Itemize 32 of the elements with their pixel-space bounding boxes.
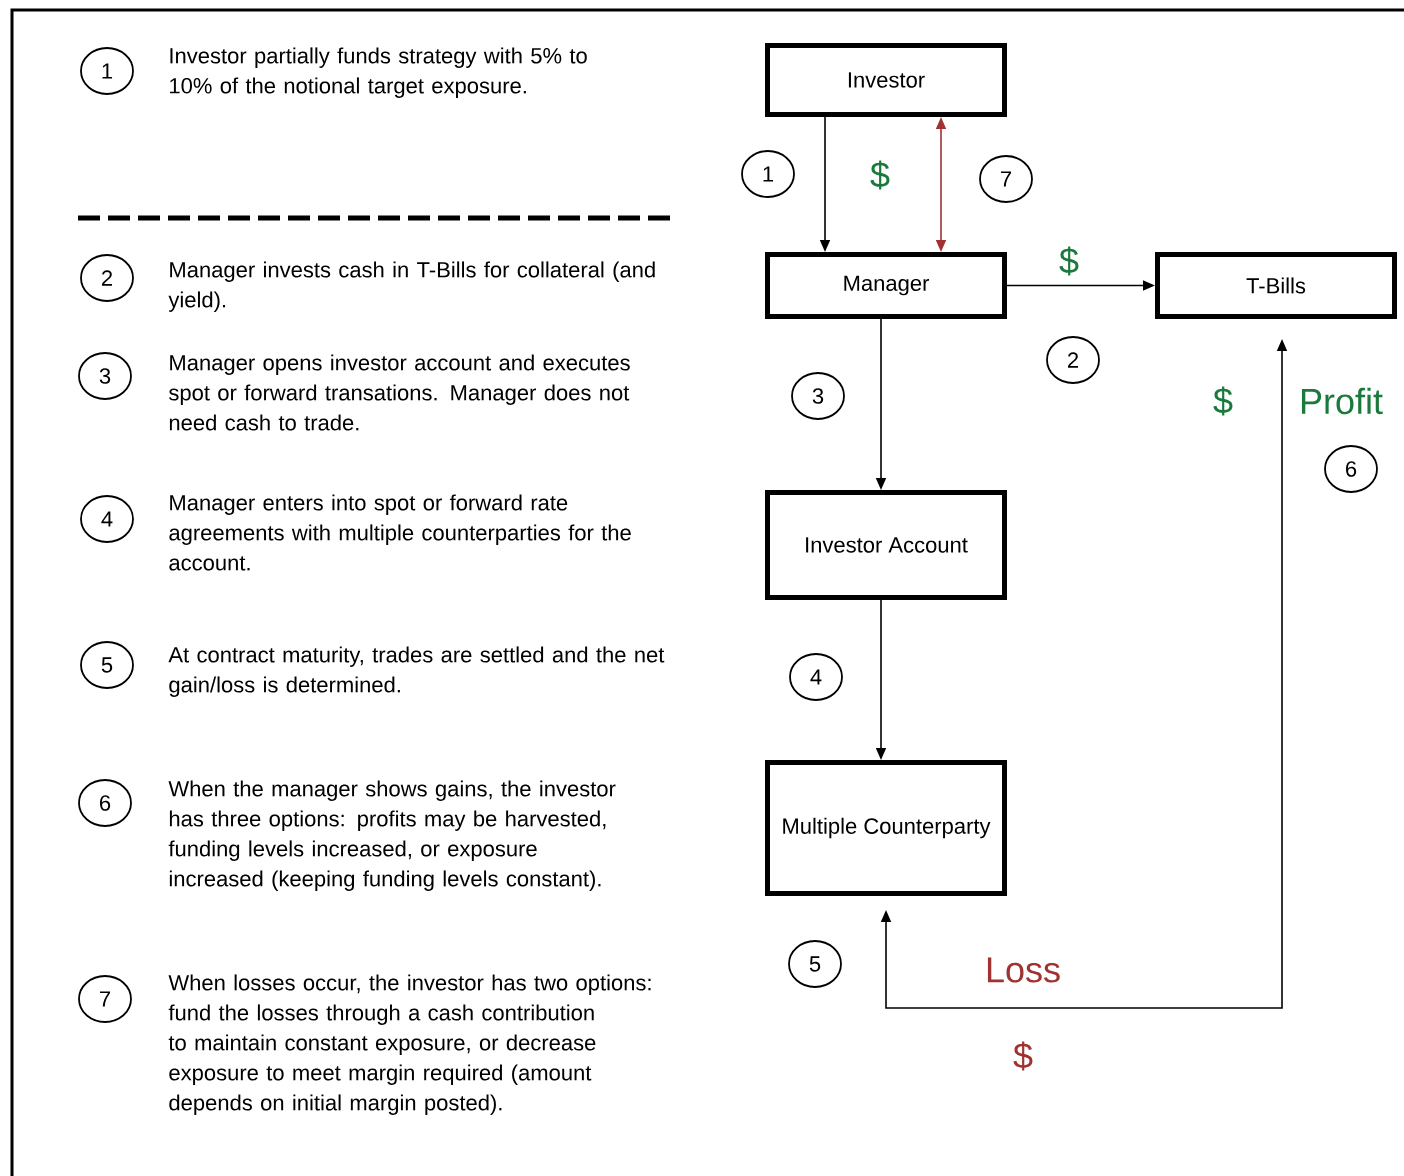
flow-label: $: [870, 160, 890, 190]
process-box: Investor: [765, 43, 1007, 117]
process-box: Investor Account: [765, 490, 1007, 600]
callout-number: 7: [979, 155, 1033, 203]
step-description: Manager invests cash in T-Bills for collateral (and yield).: [168, 261, 655, 312]
callout-number: 3: [791, 372, 845, 420]
flow-label: $: [1059, 246, 1079, 276]
callout-number: 2: [1046, 336, 1100, 384]
flow-label: $: [1213, 386, 1233, 416]
step-description: Investor partially funds strategy with 5% to 10% of the notional target exposure.: [170, 47, 587, 98]
callout-number: 5: [80, 641, 134, 689]
callout-number: 3: [78, 352, 132, 400]
step-description: Manager opens investor account and executes spot or forward transations. Manager does not need cash to trade.: [169, 354, 630, 431]
callout-number: 1: [80, 47, 134, 95]
flow-label: Profit: [1301, 387, 1383, 415]
process-box: Manager: [765, 252, 1007, 319]
flow-label: Loss: [987, 957, 1060, 983]
process-box: T-Bills: [1155, 252, 1397, 319]
flow-label: $: [1013, 1041, 1033, 1071]
callout-number: 1: [741, 150, 795, 198]
step-description: At contract maturity, trades are settled and the net gain/loss is determined.: [168, 646, 665, 697]
callout-number: 6: [1324, 445, 1378, 493]
step-description: Manager enters into spot or forward rate agreements with multiple counterparties for the account.: [169, 494, 631, 571]
step-description: When the manager shows gains, the investor has three options: profits may be harvested, funding levels increased, or exposure increased (keeping funding levels constant).: [168, 780, 616, 891]
process-box: Multiple Counterparty: [765, 760, 1007, 896]
callout-number: 2: [80, 254, 134, 302]
callout-number: 7: [78, 975, 132, 1023]
callout-number: 4: [789, 653, 843, 701]
step-description: When losses occur, the investor has two options: fund the losses through a cash contribution to maintain constant exposure, or decrease exposure to meet margin required (amount depends on initial margin posted).: [168, 974, 651, 1115]
callout-number: 5: [788, 940, 842, 988]
callout-number: 4: [80, 495, 134, 543]
callout-number: 6: [78, 779, 132, 827]
